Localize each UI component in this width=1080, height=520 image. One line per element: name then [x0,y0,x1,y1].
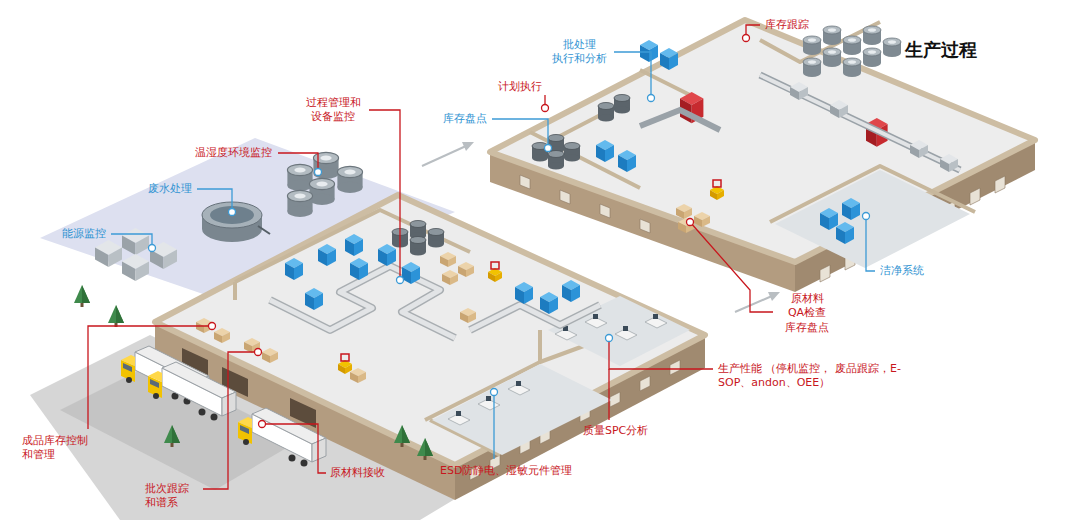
callout-label: 计划执行 [498,80,542,94]
callout-label: 批处理 执行和分析 [548,38,610,67]
callout-label: 过程管理和 设备监控 [300,96,366,125]
callout-label: 批次跟踪 和谱系 [145,482,199,511]
diagram-title: 生产过程 [905,38,977,62]
callout-label: 成品库存控制 和管理 [22,434,104,463]
callout-label: 生产性能 （停机监控， 废品跟踪，E-SOP、andon、OEE） [718,362,914,391]
callout-label: 原材料接收 [330,466,385,480]
callout-label: 质量SPC分析 [583,424,648,438]
callout-label: 原材料 QA检查 库存盘点 [778,292,836,335]
callout-label: 温湿度环境监控 [195,146,272,160]
callout-label: 洁净系统 [880,264,924,278]
callout-label: 废水处理 [148,182,192,196]
callout-label: 能源监控 [62,227,106,241]
callout-label: 库存盘点 [443,112,487,126]
callout-label: 库存跟踪 [765,18,809,32]
callout-label: ESD防静电、湿敏元件管理 [440,464,572,478]
